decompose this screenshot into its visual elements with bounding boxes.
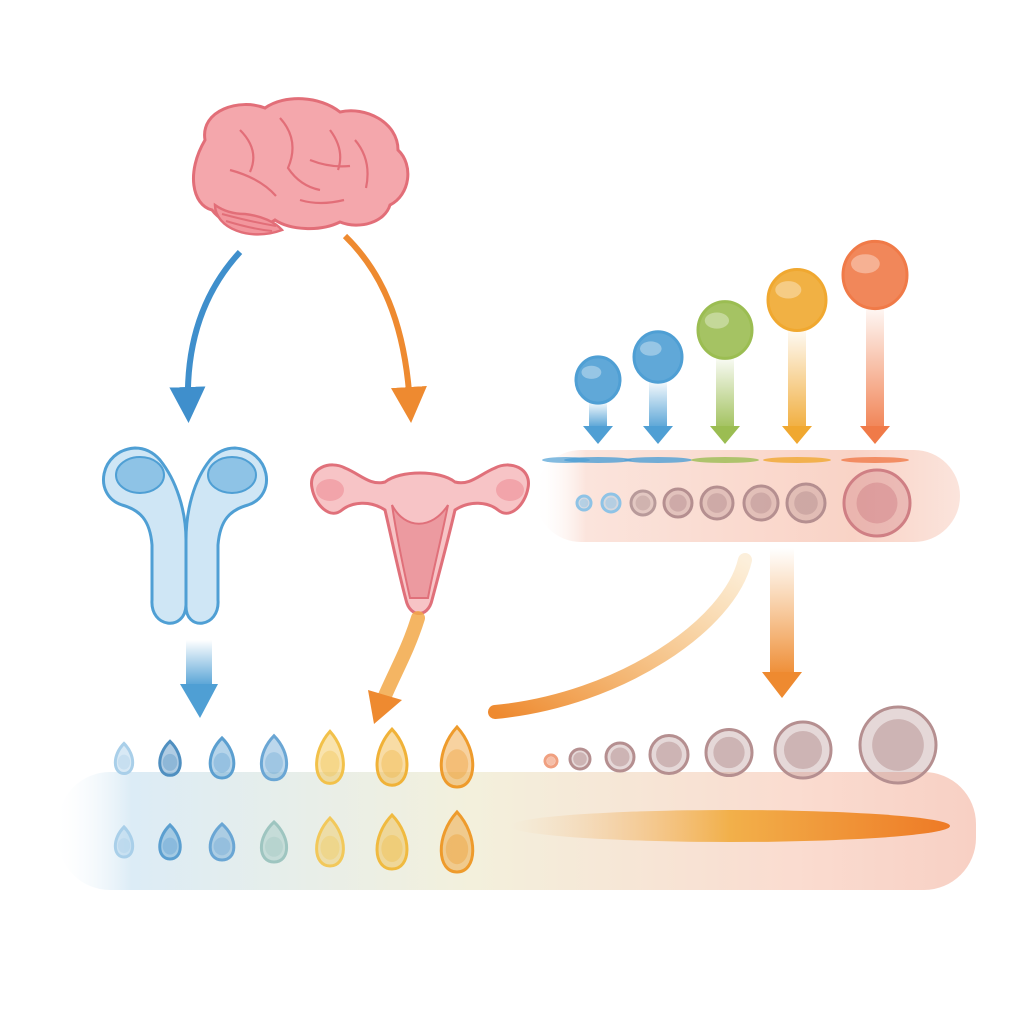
uterus-icon [310,463,530,615]
hormone-level-mark [542,457,590,463]
ovary-down-arrow [762,548,802,698]
follicle [568,747,592,771]
follicle [699,485,735,521]
cell-droplet [375,812,409,871]
hormone-droplet-icon [574,355,622,444]
cell-row-lower [113,809,475,874]
follicle [629,489,657,517]
hormone-level-lines [542,457,909,463]
follicle [543,753,559,769]
follicle [575,494,593,512]
brain-to-female-arrow [342,233,427,423]
hormone-signals [574,239,909,444]
follicle [604,741,636,773]
hormone-droplet-icon [841,239,909,444]
hormone-level-mark [624,457,692,463]
cell-droplet [158,822,182,861]
follicle [648,734,690,775]
hormone-droplet-icon [696,300,754,444]
ovary-to-cells-arrow [488,553,752,719]
hormone-droplet-icon [632,330,684,444]
cell-droplet [315,815,345,868]
follicle-row [575,468,912,538]
follicle [742,484,780,522]
cell-droplet [158,739,182,777]
follicle [662,487,694,519]
cell-droplet [375,726,409,787]
female-output-arrow [377,611,425,705]
female-output-arrow-head [368,690,402,724]
follicle [704,728,754,777]
follicle-growth-row [543,705,938,785]
cell-droplet [439,809,475,874]
cell-droplet [259,733,289,782]
brain-icon [191,97,410,236]
male-reproductive-organ-icon [102,446,268,625]
cell-droplet [259,819,289,864]
follicle [785,482,827,524]
follicle [842,468,912,538]
cell-droplet [113,824,135,859]
cell-droplet [208,822,236,862]
hormone-level-mark [763,457,831,463]
brain-to-male-arrow [169,249,243,423]
follicle [773,720,833,780]
hormone-level-mark [841,457,909,463]
cell-droplet [439,724,475,789]
orange-streak [510,810,950,842]
cell-droplet [113,741,135,776]
follicle [600,492,622,514]
follicle [858,705,938,785]
cell-droplet [315,729,345,785]
bottom-band [58,772,976,890]
male-output-arrow [180,640,218,718]
hormone-level-mark [691,457,759,463]
cell-droplet [208,735,236,780]
follicle-band [535,450,960,542]
hormone-droplet-icon [766,268,828,444]
cell-row-upper [113,724,475,789]
